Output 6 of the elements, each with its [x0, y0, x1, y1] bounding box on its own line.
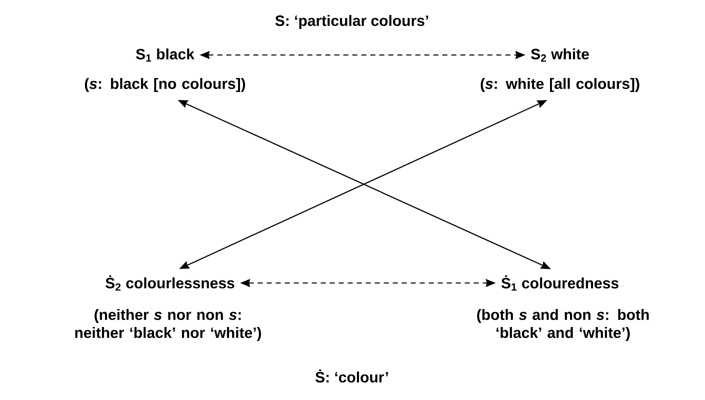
term-text: Ṡ$_{2}$ colourlessness (neither s nor non s: neither ‘black’ nor ‘white’)	[75, 275, 262, 341]
term-text: S$_{2}$ white (s: white [all colours])	[480, 48, 640, 92]
term-text: Ṡ$_{1}$ colouredness (both s and non s: both ‘black’ and ‘white’)	[477, 275, 649, 341]
label-text: Ṡ: ‘colour’	[316, 369, 388, 383]
term-text: S$_{1}$ black (s: black [no colours])	[84, 48, 246, 92]
label-text: S: ‘particular colours’	[275, 15, 428, 29]
